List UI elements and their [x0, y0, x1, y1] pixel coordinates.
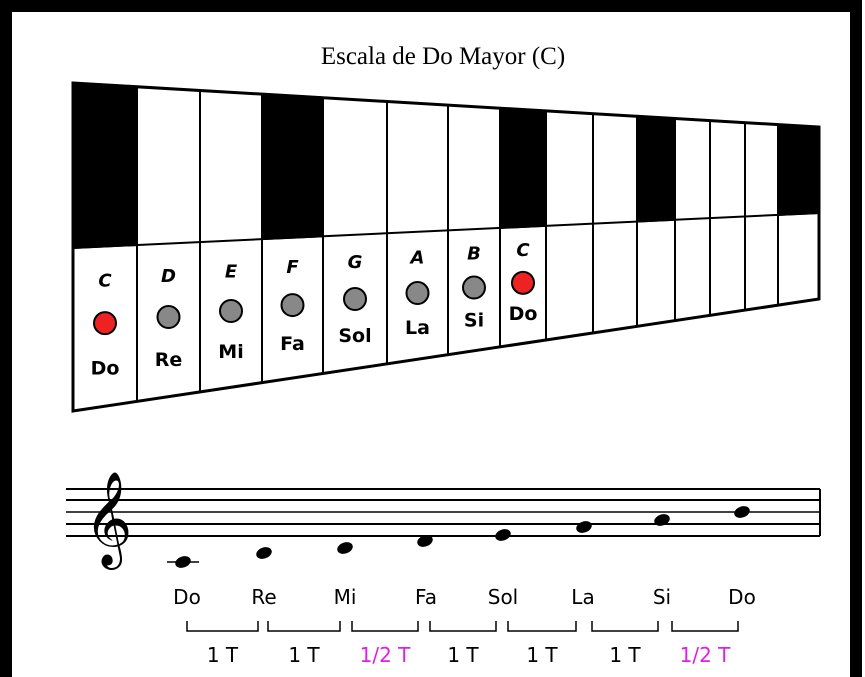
interval-bracket	[591, 621, 659, 632]
note-head	[654, 514, 670, 526]
key-solfege-label: Si	[464, 309, 484, 331]
interval-bracket	[507, 621, 577, 632]
key-solfege-label: Do	[509, 303, 538, 325]
interval-label: 1 T	[447, 643, 479, 667]
interval-label: 1 T	[288, 643, 320, 667]
key-solfege-label: Do	[91, 357, 120, 379]
note-head	[495, 529, 511, 541]
black-key	[777, 123, 820, 216]
interval-bracket	[429, 621, 497, 632]
note-head	[734, 506, 750, 518]
key-solfege-label: Mi	[218, 341, 243, 363]
note-head	[576, 521, 592, 533]
interval-label: 1 T	[207, 643, 239, 667]
key-dot	[93, 311, 117, 336]
keyboard-body	[71, 81, 821, 413]
key-letter-label: G	[348, 252, 363, 273]
music-staff: 𝄞	[66, 471, 821, 570]
interval-bracket	[186, 621, 259, 632]
staff-note-name: Sol	[488, 585, 519, 609]
note-head	[256, 547, 272, 559]
key-letter-label: D	[161, 266, 176, 287]
key-solfege-label: Sol	[338, 325, 371, 347]
key-dot	[511, 270, 535, 295]
interval-label: 1 T	[609, 643, 641, 667]
key-separator	[72, 212, 820, 249]
key-letter-label: C	[98, 270, 112, 291]
key-letter-label: F	[286, 257, 299, 278]
note-head	[337, 542, 353, 554]
staff-note-name: Mi	[334, 585, 357, 609]
staff-note-name: Do	[173, 585, 201, 609]
interval-bracket	[351, 621, 419, 632]
key-letter-label: E	[225, 261, 238, 282]
black-key	[636, 115, 676, 223]
interval-label: 1/2 T	[360, 643, 412, 667]
key-solfege-label: Fa	[280, 333, 305, 355]
key-dot	[280, 293, 305, 318]
staff-note-name: La	[571, 585, 594, 609]
staff-note-name: Si	[653, 585, 671, 609]
interval-bracket	[267, 621, 341, 632]
staff-note-name: Re	[251, 585, 276, 609]
interval-brackets: 1 T 1 T 1/2 T 1 T 1 T 1 T 1/2 T	[186, 621, 739, 667]
black-key	[72, 81, 138, 250]
key-solfege-label: Re	[155, 349, 183, 371]
staff-note-name: Fa	[415, 585, 437, 609]
note-head	[417, 535, 433, 547]
key-letter-label: B	[467, 244, 481, 265]
staff-note-name: Do	[728, 585, 756, 609]
key-letter-label: A	[409, 248, 425, 269]
black-key	[499, 107, 547, 230]
key-dot	[156, 305, 181, 330]
key-letter-label: C	[516, 240, 530, 261]
key-dot	[219, 298, 243, 323]
staff-note-names: Do Re Mi Fa Sol La Si Do	[173, 585, 756, 609]
key-dot	[405, 281, 430, 306]
interval-bracket	[671, 621, 739, 632]
black-key	[261, 93, 324, 241]
interval-label: 1/2 T	[680, 643, 732, 667]
treble-clef-icon: 𝄞	[84, 471, 132, 570]
key-dot	[462, 275, 486, 300]
key-solfege-label: La	[405, 317, 430, 339]
key-dot	[343, 287, 367, 312]
interval-label: 1 T	[526, 643, 558, 667]
note-head	[175, 556, 191, 568]
diagram-title: Escala de Do Mayor (C)	[321, 43, 565, 70]
piano-keyboard: C Do D Re E Mi F Fa G Sol A La B Si C Do	[71, 81, 821, 413]
